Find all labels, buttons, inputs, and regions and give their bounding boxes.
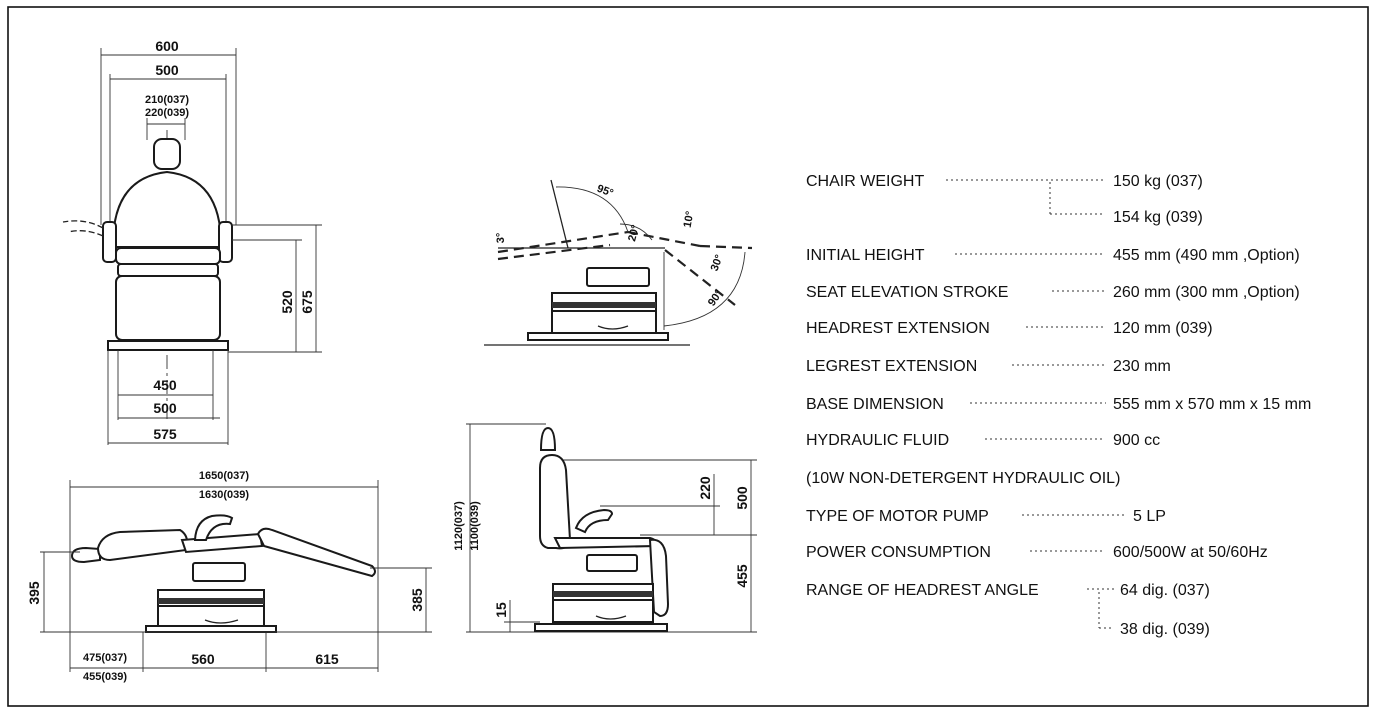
front-view-drawing xyxy=(62,48,322,445)
spec-label: RANGE OF HEADREST ANGLE xyxy=(806,582,1039,599)
dim-base-450: 450 xyxy=(153,377,177,393)
dim-front-width-500: 500 xyxy=(155,62,179,78)
dim-base-length-560: 560 xyxy=(191,651,215,667)
spec-value: 38 dig. (039) xyxy=(1120,621,1210,638)
angle-label-95: 95° xyxy=(595,183,615,200)
page-border xyxy=(7,6,1369,707)
dim-head-width-039: 220(039) xyxy=(145,107,189,119)
spec-value: 5 LP xyxy=(1133,508,1166,525)
dim-height-520: 520 xyxy=(279,290,295,314)
spec-label: BASE DIMENSION xyxy=(806,396,944,413)
dim-side-height-395: 395 xyxy=(26,581,42,605)
dim-back-500: 500 xyxy=(734,486,750,510)
dim-head-width-037: 210(037) xyxy=(145,94,189,106)
spec-label: POWER CONSUMPTION xyxy=(806,544,991,561)
spec-value: 230 mm xyxy=(1113,358,1171,375)
upright-view-drawing xyxy=(466,423,757,633)
spec-value: 455 mm (490 mm ,Option) xyxy=(1113,247,1300,264)
spec-value: 555 mm x 570 mm x 15 mm xyxy=(1113,396,1311,413)
dim-length-037: 1650(037) xyxy=(199,470,249,482)
angle-label-10: 10° xyxy=(682,210,697,228)
spec-value: 260 mm (300 mm ,Option) xyxy=(1113,284,1300,301)
side-view-drawing xyxy=(40,480,432,672)
dim-leg-length-615: 615 xyxy=(315,651,339,667)
spec-label: CHAIR WEIGHT xyxy=(806,173,924,190)
angle-label-30: 30° xyxy=(709,253,726,273)
spec-label: LEGREST EXTENSION xyxy=(806,358,977,375)
angles-view-drawing xyxy=(484,179,753,346)
spec-label: HEADREST EXTENSION xyxy=(806,320,990,337)
spec-value: 64 dig. (037) xyxy=(1120,582,1210,599)
angle-label-3: 3° xyxy=(495,233,507,244)
spec-label: SEAT ELEVATION STROKE xyxy=(806,284,1008,301)
spec-table: CHAIR WEIGHT 150 kg (037) 154 kg (039) I… xyxy=(806,173,1311,638)
dim-base-575: 575 xyxy=(153,426,177,442)
dim-head-offset-039: 455(039) xyxy=(83,671,127,683)
spec-label: INITIAL HEIGHT xyxy=(806,247,925,264)
dim-length-039: 1630(039) xyxy=(199,489,249,501)
dim-base-thickness-15: 15 xyxy=(493,602,509,618)
dim-side-height-385: 385 xyxy=(409,588,425,612)
spec-label: (10W NON-DETERGENT HYDRAULIC OIL) xyxy=(806,470,1120,487)
angle-label-20: 20° xyxy=(626,224,642,243)
spec-value: 150 kg (037) xyxy=(1113,173,1203,190)
spec-label: TYPE OF MOTOR PUMP xyxy=(806,508,989,525)
dim-height-675: 675 xyxy=(299,290,315,314)
spec-value: 154 kg (039) xyxy=(1113,209,1203,226)
spec-value: 900 cc xyxy=(1113,432,1160,449)
dim-front-width-600: 600 xyxy=(155,38,179,54)
dim-arm-220: 220 xyxy=(697,476,713,500)
dim-seat-455: 455 xyxy=(734,564,750,588)
angle-label-90: 90° xyxy=(706,288,725,309)
dim-base-500: 500 xyxy=(153,400,177,416)
spec-value: 120 mm (039) xyxy=(1113,320,1213,337)
spec-leaders xyxy=(946,179,1127,629)
spec-value: 600/500W at 50/60Hz xyxy=(1113,544,1268,561)
dim-head-offset-037: 475(037) xyxy=(83,652,127,664)
dim-total-height-037: 1120(037) xyxy=(453,501,465,551)
dim-total-height-039: 1100(039) xyxy=(469,501,481,551)
spec-label: HYDRAULIC FLUID xyxy=(806,432,949,449)
